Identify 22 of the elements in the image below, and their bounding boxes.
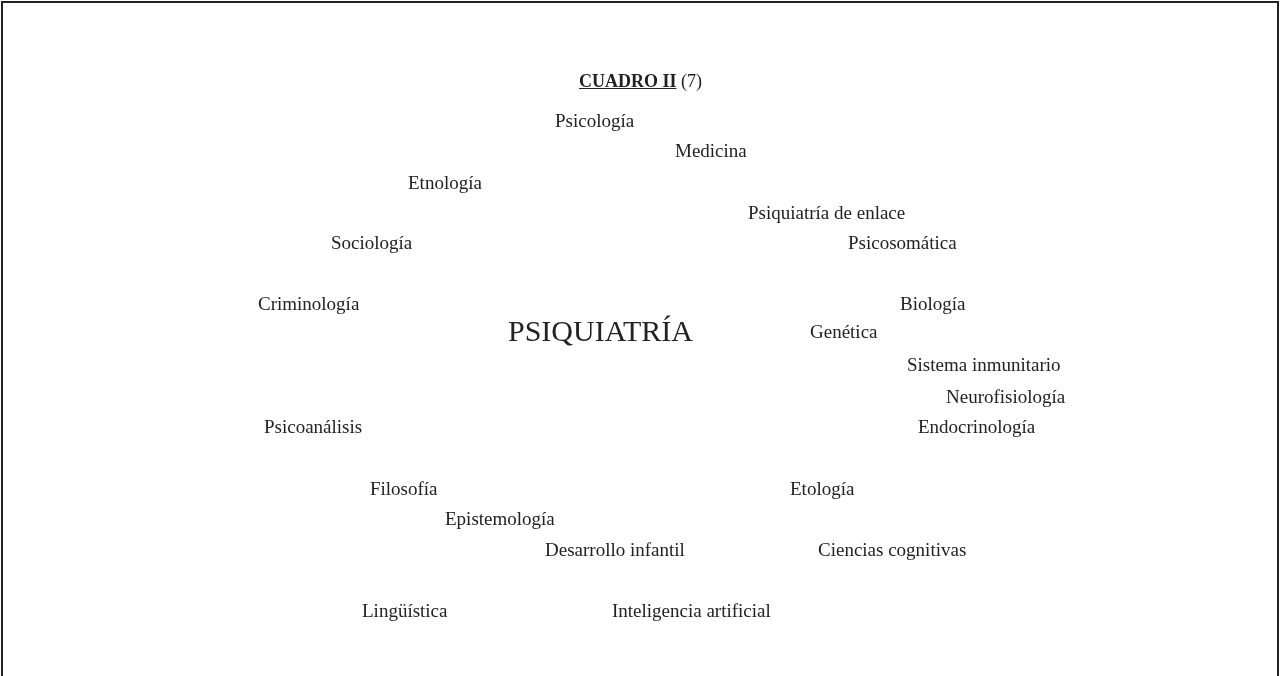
- discipline-label: Genética: [810, 321, 878, 341]
- discipline-label: Sistema inmunitario: [907, 354, 1061, 374]
- discipline-label: Filosofía: [370, 478, 438, 498]
- discipline-label: Psicoanálisis: [264, 416, 363, 436]
- discipline-label: Epistemología: [445, 508, 555, 528]
- discipline-label: Criminología: [258, 293, 360, 313]
- discipline-label: Endocrinología: [918, 416, 1036, 436]
- discipline-label: Ciencias cognitivas: [818, 539, 967, 559]
- discipline-label: Psicología: [555, 110, 635, 130]
- discipline-label: Neurofisiología: [946, 386, 1066, 406]
- discipline-label: Psicosomática: [848, 232, 957, 252]
- discipline-label: Desarrollo infantil: [545, 539, 685, 559]
- discipline-label: Etología: [790, 478, 855, 498]
- diagram-title: CUADRO II (7): [579, 72, 702, 90]
- discipline-label: Psiquiatría de enlace: [748, 202, 906, 222]
- central-term: PSIQUIATRÍA: [508, 316, 693, 346]
- discipline-label: Etnología: [408, 172, 482, 192]
- discipline-label: Medicina: [675, 140, 747, 160]
- discipline-label: Sociología: [331, 232, 413, 252]
- discipline-label: Lingüística: [362, 600, 448, 620]
- discipline-label: Inteligencia artificial: [612, 600, 771, 620]
- discipline-label: Biología: [900, 293, 966, 313]
